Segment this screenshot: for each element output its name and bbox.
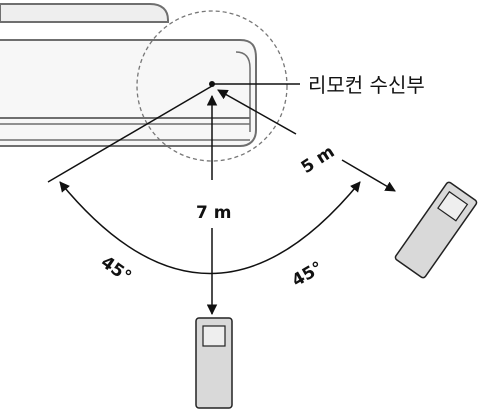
side-distance-arrow [217,89,297,135]
remote-front-screen [202,325,226,347]
left-angle-label: 45° [97,252,135,287]
indoor-unit [0,3,257,147]
side-distance-label: 5 m [298,142,339,178]
right-angle-label: 45° [289,258,327,291]
indoor-unit-body [0,39,257,147]
indoor-unit-top-panel [0,3,169,23]
remote-control-front [195,317,233,409]
indoor-unit-corner [235,51,251,132]
remote-side-body [394,181,478,279]
receiver-highlight-circle [136,10,288,162]
side-distance-arrow-out [341,159,396,192]
front-distance-label: 7 m [196,203,231,223]
angle-arc [59,181,361,275]
remote-side-screen [437,190,469,222]
remote-control-side [394,181,478,279]
left-boundary-line [47,85,213,183]
receiver-label: 리모컨 수신부 [308,73,425,97]
